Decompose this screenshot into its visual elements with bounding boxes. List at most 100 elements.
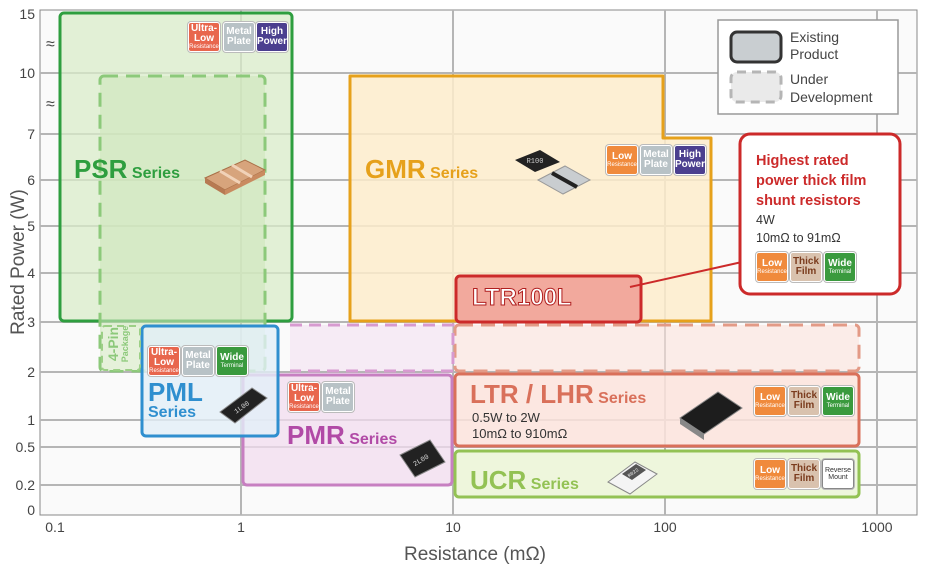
- badge-text: High: [260, 26, 284, 37]
- badge-text: Thick: [790, 390, 818, 401]
- psr-name: PSR: [74, 154, 128, 184]
- badge-text: High: [678, 149, 702, 160]
- y-tick-6: 6: [27, 172, 35, 188]
- badge-text: Film: [793, 400, 815, 411]
- badge-text: Wide: [826, 391, 850, 403]
- legend-under-swatch: [729, 70, 783, 104]
- pmr-chip-image: 2L00: [399, 439, 446, 478]
- x-tick-0.1: 0.1: [45, 519, 65, 535]
- gmr-series-title: GMR Series: [365, 154, 478, 185]
- psr-series-title: PSR Series: [74, 154, 180, 185]
- x-tick-1000: 1000: [861, 519, 892, 535]
- badge-subtext: Terminal: [826, 402, 850, 409]
- badge-text: Low: [762, 257, 782, 269]
- badge-text: Low: [194, 32, 214, 44]
- legend-under-l2: Development: [790, 89, 873, 105]
- callout-title-l2: power thick film: [756, 173, 866, 189]
- ucr-name: UCR: [470, 465, 527, 495]
- badge-subtext: Resistance: [755, 475, 785, 482]
- badge-text: Metal: [325, 386, 351, 397]
- badge-subtext: Terminal: [220, 362, 244, 369]
- badge-text: Plate: [644, 159, 668, 170]
- ucr-chip-image: R022: [607, 461, 658, 495]
- y-axis-label: Rated Power (W): [8, 189, 29, 335]
- gmr-name: GMR: [365, 154, 426, 184]
- pmr-name: PMR: [287, 420, 345, 450]
- legend-existing-l2: Product: [790, 46, 838, 62]
- ltr-spec-power: 0.5W to 2W: [472, 410, 540, 425]
- pml-suffix: Series: [148, 404, 197, 421]
- x-tick-1: 1: [237, 519, 245, 535]
- badge-subtext: Reverse: [824, 467, 852, 474]
- legend-existing-swatch: [729, 30, 783, 64]
- ltr-series-title: LTR / LHR Series: [470, 379, 646, 410]
- badge-text: Film: [795, 266, 817, 277]
- badge-text: Low: [294, 392, 314, 404]
- ltr-spec-range: 10mΩ to 910mΩ: [472, 426, 568, 441]
- pmr-dev-region: [290, 323, 455, 373]
- y-tick-0.5: 0.5: [16, 439, 36, 455]
- badge-text: Ultra-: [190, 22, 218, 34]
- y-tick-4: 4: [27, 265, 35, 281]
- four-pin-region: [101, 325, 141, 371]
- badge-text: Thick: [792, 256, 820, 267]
- psr-chip-image: [203, 159, 267, 195]
- badge-subtext: Resistance: [755, 402, 785, 409]
- badge-subtext: Resistance: [607, 161, 637, 168]
- badge-text: Power: [257, 36, 288, 47]
- four-pin-l1: 4-Pin: [105, 326, 121, 362]
- pml-name: PML: [148, 377, 203, 407]
- pml-chip-image: 1L00: [219, 387, 268, 424]
- ucr-suffix: Series: [530, 476, 579, 493]
- badge-text: Plate: [186, 360, 210, 371]
- psr-suffix: Series: [131, 165, 180, 182]
- x-tick-100: 100: [653, 519, 677, 535]
- x-axis-label: Resistance (mΩ): [404, 544, 546, 565]
- badge-text: Low: [760, 464, 780, 476]
- badge-text: Plate: [227, 36, 251, 47]
- legend-labels: Existing Product Under Development: [790, 29, 873, 105]
- badge-text: Metal: [185, 350, 211, 361]
- gmr-region: [348, 74, 713, 323]
- badge-subtext: Mount: [828, 474, 848, 481]
- badge-text: Film: [793, 473, 815, 484]
- badge-subtext: Terminal: [828, 268, 852, 275]
- y-tick-3: 3: [27, 314, 35, 330]
- y-tick-labels: 15 10 7 6 5 4 3 2 1 0.5 0.2 0 ≈ ≈: [16, 6, 55, 518]
- badge-subtext: Resistance: [149, 367, 179, 374]
- y-tick-0.2: 0.2: [16, 477, 36, 493]
- gmr-suffix: Series: [430, 165, 479, 182]
- axis-break-upper: ≈: [46, 36, 55, 53]
- ltr100l-label: LTR100L: [472, 284, 573, 312]
- callout-title-l1: Highest rated: [756, 153, 849, 169]
- gmr-chip-marking: R100: [527, 158, 544, 166]
- four-pin-l2: Package: [120, 325, 130, 363]
- y-tick-0: 0: [27, 502, 35, 518]
- gmr-chip-image: R100: [515, 150, 592, 195]
- badge-text: Metal: [643, 149, 669, 160]
- y-tick-5: 5: [27, 218, 35, 234]
- badge-text: Wide: [828, 257, 852, 269]
- badge-text: Plate: [326, 396, 350, 407]
- callout-spec-power: 4W: [756, 213, 775, 227]
- badge-text: Low: [760, 391, 780, 403]
- callout-title-l3: shunt resistors: [756, 193, 861, 209]
- legend-existing-l1: Existing: [790, 29, 839, 45]
- ltr-suffix: Series: [598, 390, 647, 407]
